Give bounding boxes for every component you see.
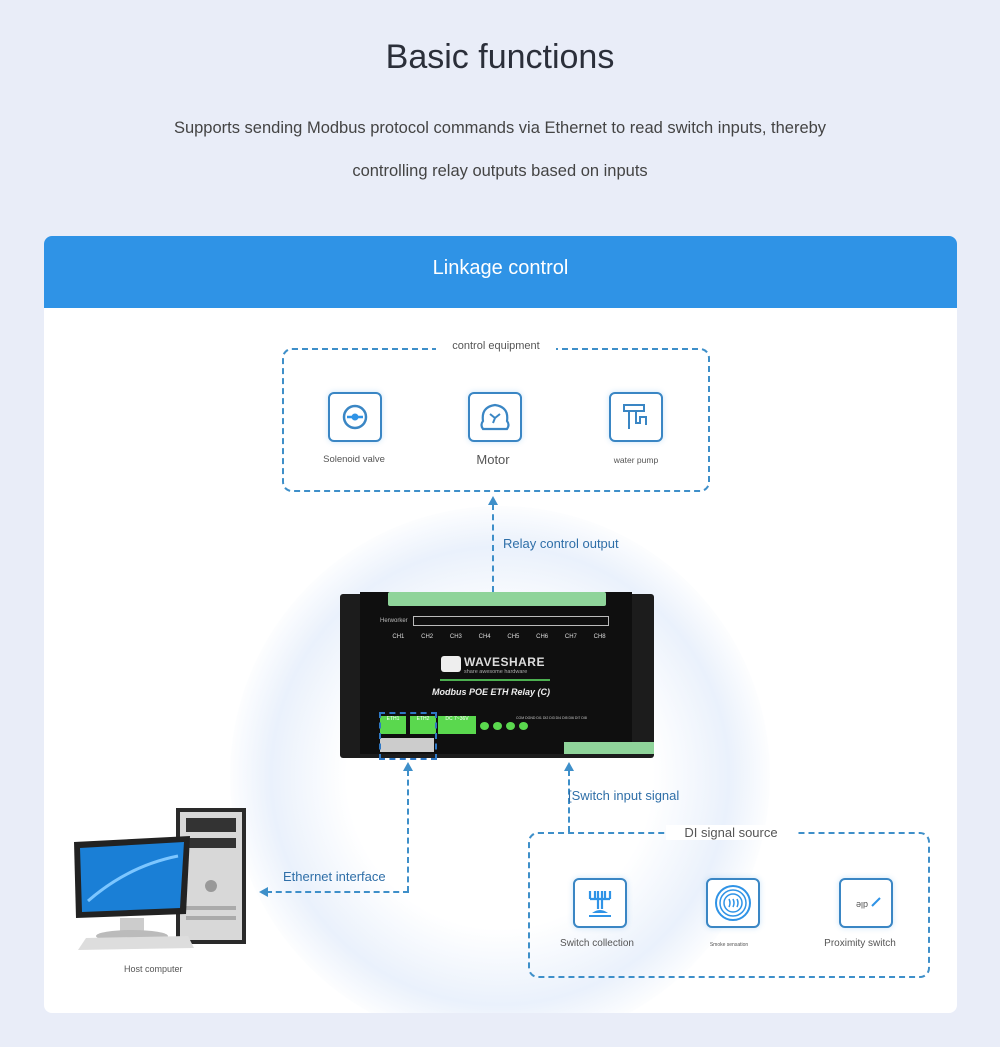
eth2-port: ETH2 — [410, 716, 436, 734]
water-pump-icon — [609, 392, 663, 442]
ethernet-highlight — [379, 712, 437, 760]
arrow-left-icon — [259, 887, 268, 897]
brand-tagline: share awesome hardware — [464, 669, 528, 675]
side-label: Herworker — [380, 618, 408, 624]
channel-label: CH7 — [564, 634, 577, 640]
arrow-up-icon — [564, 762, 574, 771]
di-labels: COM DGND DI1 DI2 DI3 DI4 DI5 DI6 DI7 DI8 — [516, 716, 587, 720]
switch-collection-icon — [573, 878, 627, 928]
ethernet-line-horizontal — [266, 891, 409, 893]
ethernet-line-vertical — [407, 770, 409, 892]
channel-label: CH4 — [478, 634, 491, 640]
brand-name: WAVESHARE — [464, 655, 545, 669]
channel-label: CH8 — [593, 634, 606, 640]
top-terminal-block — [388, 592, 606, 606]
power-port: DC 7~36V — [438, 716, 476, 734]
arrow-up-icon — [488, 496, 498, 505]
host-computer-image — [68, 806, 248, 956]
di-terminal-block — [564, 742, 654, 754]
linkage-control-card: Linkage control control equipment Soleno… — [44, 236, 957, 1013]
eth1-port: ETH1 — [380, 716, 406, 734]
ethernet-label: Ethernet interface — [283, 869, 386, 884]
water-pump-label: water pump — [613, 455, 659, 465]
solenoid-valve-icon — [328, 392, 382, 442]
switch-input-label: [Switch input signal — [568, 788, 680, 803]
channel-label: CH3 — [449, 634, 462, 640]
solenoid-valve-label: Solenoid valve — [323, 454, 385, 465]
channel-label: CH5 — [507, 634, 520, 640]
channel-label: CH2 — [421, 634, 434, 640]
channel-labels: CH1 CH2 CH3 CH4 CH5 CH6 CH7 CH8 — [384, 634, 614, 640]
switch-collection-label: Switch collection — [560, 938, 634, 949]
motor-label: Motor — [476, 452, 510, 467]
relay-output-label: Relay control output — [503, 536, 619, 551]
waveshare-logo — [441, 656, 461, 672]
motor-icon — [468, 392, 522, 442]
relay-device: Herworker CH1 CH2 CH3 CH4 CH5 CH6 CH7 CH8 WAVES… — [340, 592, 654, 760]
di-signal-source-label: DI signal source — [666, 825, 796, 840]
smoke-sensation-label: Smoke sensation — [709, 942, 749, 948]
subtitle-line-2: controlling relay outputs based on input… — [352, 162, 648, 180]
arrow-up-icon — [403, 762, 413, 771]
background-glow — [230, 506, 770, 1013]
model-name: Modbus POE ETH Relay (C) — [432, 687, 551, 697]
proximity-switch-icon: dle — [839, 878, 893, 928]
card-header: Linkage control — [44, 236, 957, 308]
control-equipment-label: control equipment — [436, 340, 556, 352]
switch-input-line — [568, 770, 570, 832]
smoke-sensor-icon — [706, 878, 760, 928]
channel-label: CH1 — [392, 634, 405, 640]
svg-text:dle: dle — [856, 900, 868, 910]
proximity-switch-label: Proximity switch — [824, 938, 896, 949]
host-computer-label: Host computer — [124, 964, 183, 974]
page-title: Basic functions — [385, 38, 615, 76]
subtitle-line-1: Supports sending Modbus protocol command… — [173, 119, 827, 137]
relay-output-line — [492, 504, 494, 592]
channel-label: CH6 — [536, 634, 549, 640]
